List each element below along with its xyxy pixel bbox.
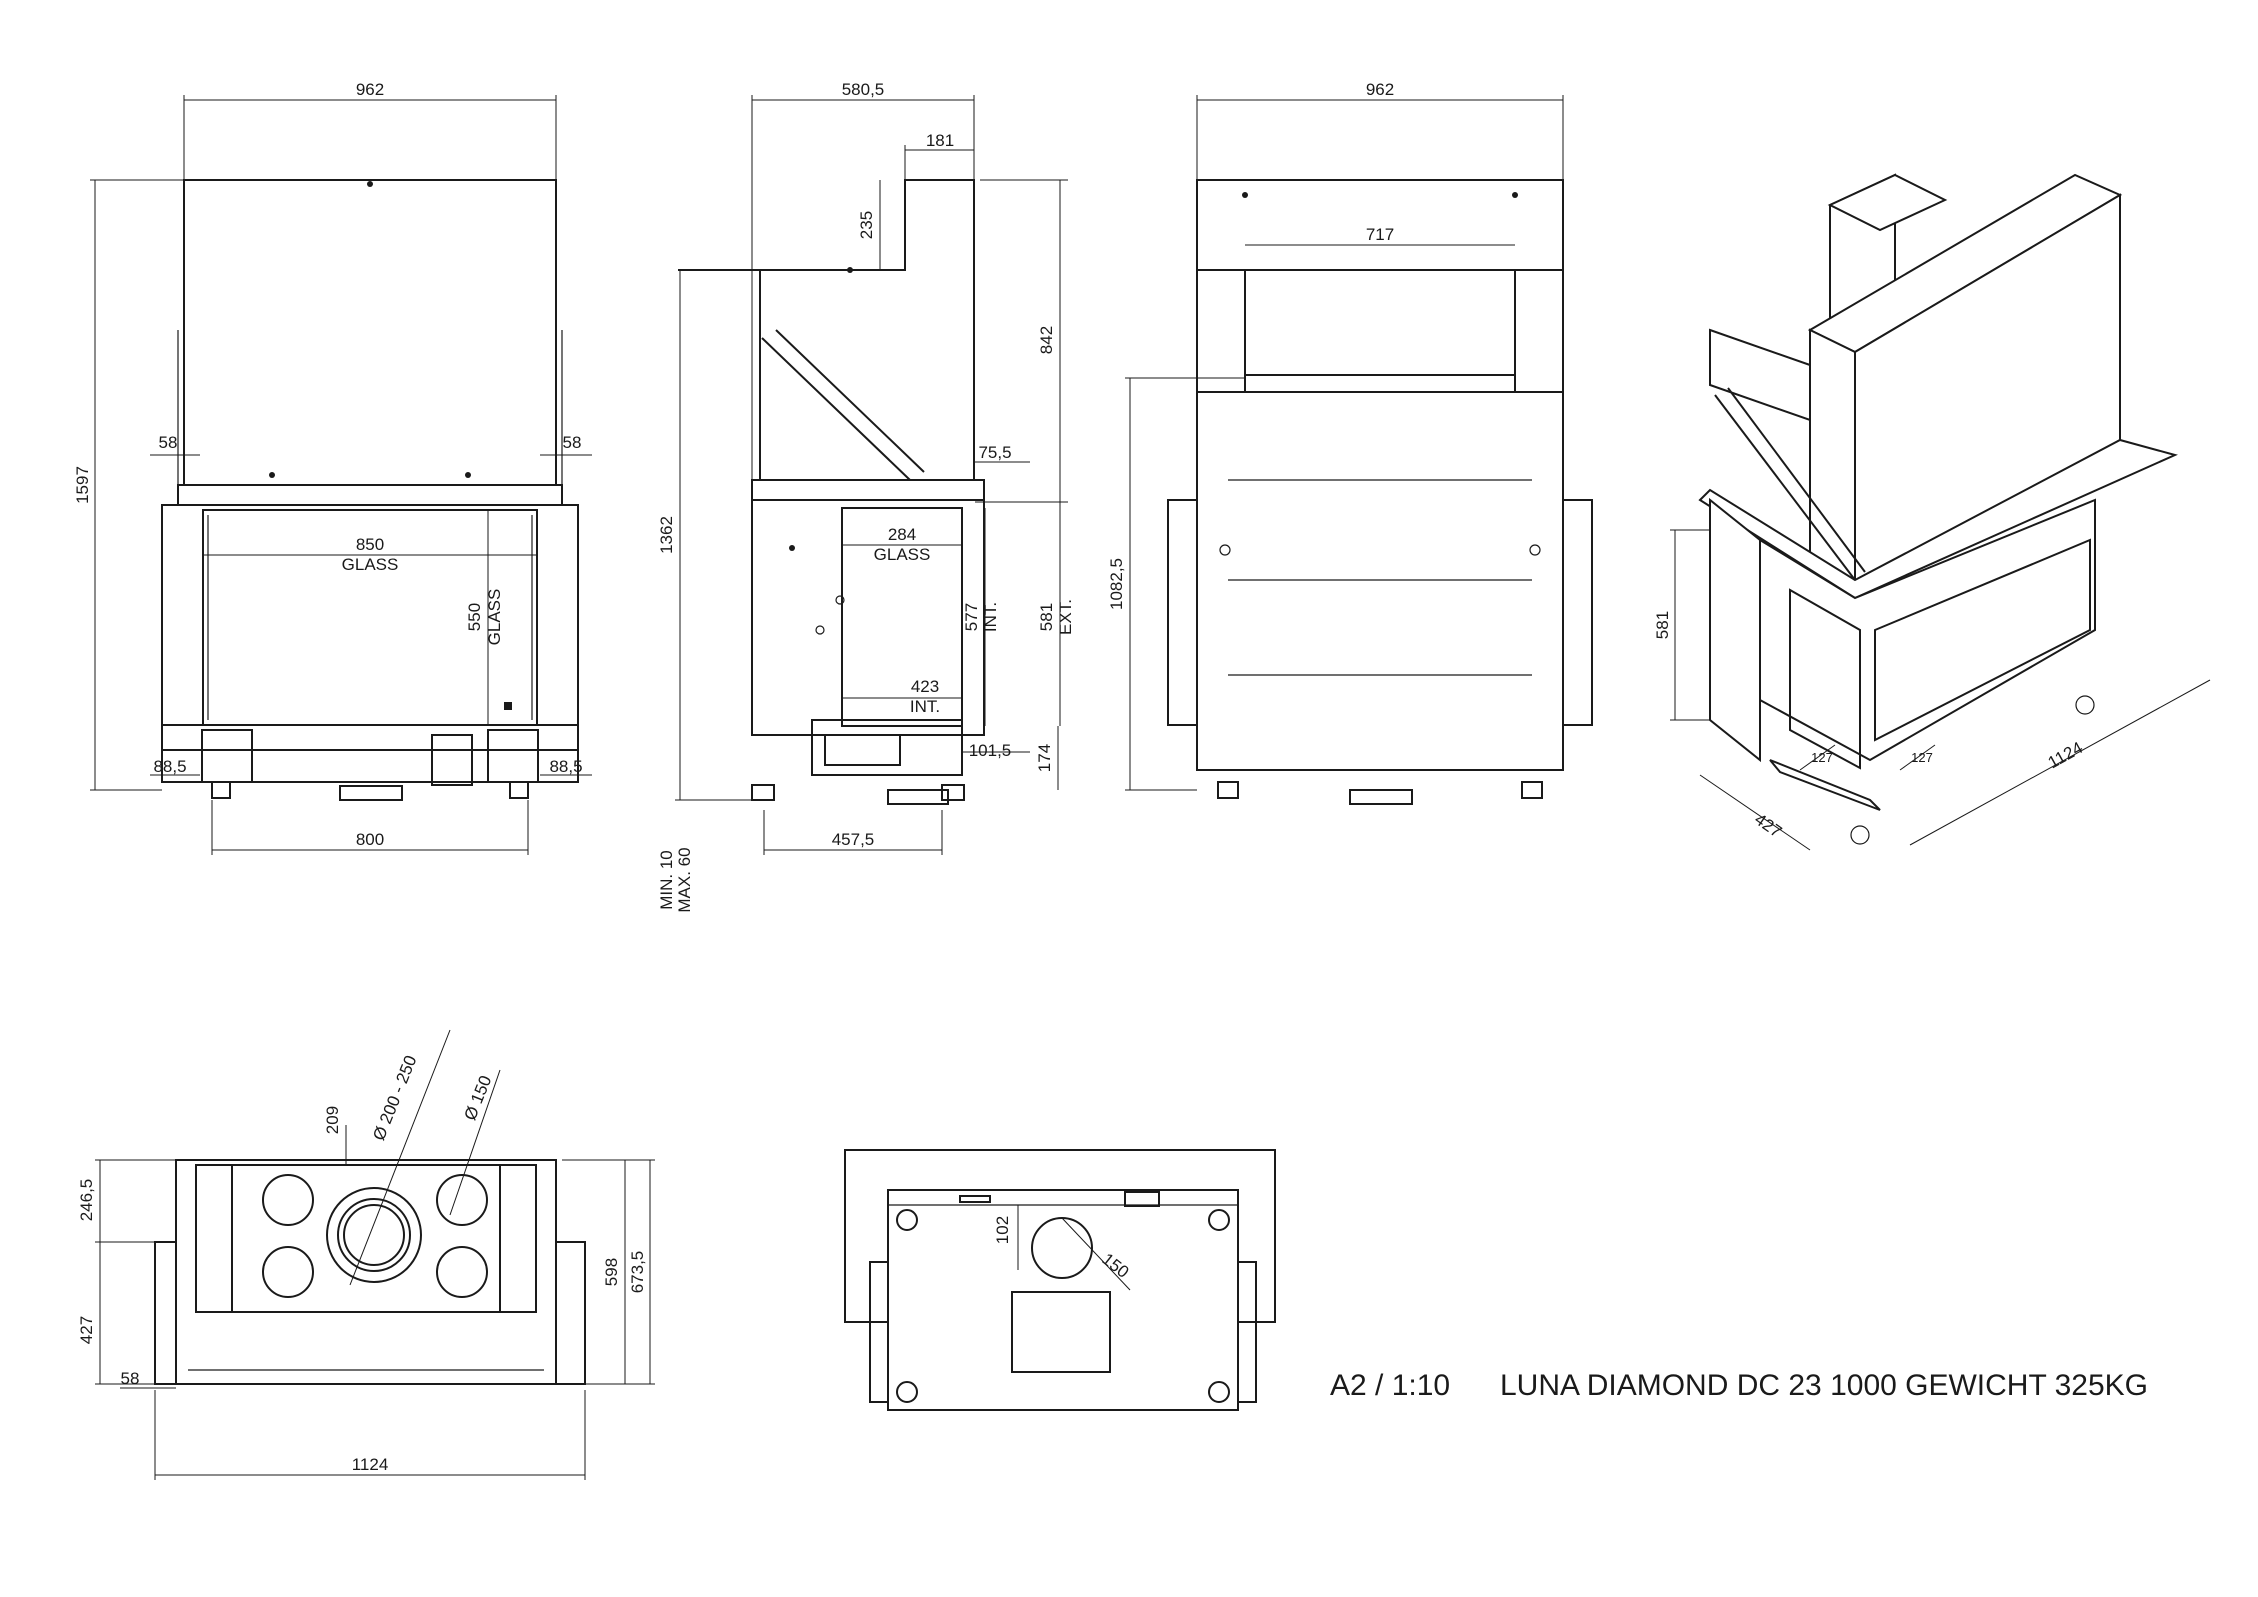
top-outlet-inner — [343, 1204, 405, 1266]
dim-front-base-left: 88,5 — [153, 757, 186, 776]
dim-top-depth: 598 — [602, 1258, 621, 1286]
dim-side-int-height: 577 — [962, 603, 981, 631]
dim-side-width: 580,5 — [842, 80, 885, 99]
front-collar — [177, 484, 563, 506]
iso-side-panel — [1709, 497, 1761, 763]
dim-iso-depth: 427 — [1751, 810, 1785, 842]
label-int-side: INT. — [981, 602, 1000, 632]
top-outlet-outer — [326, 1187, 422, 1283]
back-view: 962 717 1082,5 — [1107, 80, 1593, 805]
dim-side-height: 1362 — [657, 516, 676, 554]
side-glass — [841, 507, 963, 727]
dim-front-base-right: 88,5 — [549, 757, 582, 776]
dim-top-front: 246,5 — [77, 1179, 96, 1222]
dim-side-glass-width: 284 — [888, 525, 916, 544]
dim-side-foot-height: 174 — [1035, 744, 1054, 772]
title-scale: A2 / 1:10 — [1330, 1369, 1450, 1402]
label-glass-front: GLASS — [342, 555, 399, 574]
dim-top-total-depth: 673,5 — [628, 1251, 647, 1294]
dim-back-height: 1082,5 — [1107, 558, 1126, 610]
dim-side-upper: 842 — [1037, 326, 1056, 354]
dim-top-outlet: Ø 200 - 250 — [369, 1053, 420, 1143]
dim-front-width: 962 — [356, 80, 384, 99]
dim-side-ledge: 75,5 — [978, 443, 1011, 462]
dim-iso-leg-1: 127 — [1811, 750, 1833, 765]
title-name: LUNA DIAMOND DC 23 1000 GEWICHT 325KG — [1500, 1369, 2148, 1402]
side-base — [811, 719, 963, 776]
side-upper-body — [678, 179, 975, 481]
bottom-plate — [1011, 1291, 1111, 1373]
back-hood — [1196, 179, 1564, 271]
side-view: 580,5 181 235 842 1362 75,5 284 GLASS 57… — [657, 80, 1075, 913]
dim-iso-length: 1124 — [2045, 738, 2086, 772]
iso-left-hood — [1709, 328, 1811, 422]
back-body — [1196, 391, 1564, 771]
dim-top-side: 58 — [121, 1369, 140, 1388]
front-view: 962 1597 58 58 850 GLASS 550 GLASS 88,5 … — [73, 80, 592, 855]
dim-top-back: 427 — [77, 1316, 96, 1344]
dim-front-glass-height: 550 — [465, 603, 484, 631]
dim-side-top-offset: 181 — [926, 131, 954, 150]
side-body — [751, 499, 985, 736]
front-base — [161, 724, 579, 783]
label-int-depth: INT. — [910, 697, 940, 716]
dim-side-base: 101,5 — [969, 741, 1012, 760]
label-ext-side: EXT. — [1056, 599, 1075, 635]
iso-firebox — [1759, 498, 2096, 762]
label-glass-side: GLASS — [874, 545, 931, 564]
dim-back-width: 962 — [1366, 80, 1394, 99]
title-block: A2 / 1:10 LUNA DIAMOND DC 23 1000 GEWICH… — [1330, 1369, 2148, 1402]
top-view: Ø 200 - 250 Ø 150 209 246,5 427 598 673,… — [77, 1029, 655, 1480]
dim-top-length: 1124 — [352, 1455, 389, 1474]
dim-front-height: 1597 — [73, 466, 92, 504]
dim-side-int-depth: 423 — [911, 677, 939, 696]
front-hood — [183, 179, 557, 486]
isometric-view: 581 1124 427 127 127 — [1653, 173, 2211, 851]
dim-iso-height: 581 — [1653, 611, 1672, 639]
side-collar — [751, 479, 985, 501]
dim-side-step: 235 — [857, 211, 876, 239]
bottom-body — [887, 1189, 1239, 1411]
dim-front-left-side: 58 — [159, 433, 178, 452]
top-body — [175, 1159, 557, 1385]
dim-front-right-side: 58 — [563, 433, 582, 452]
dim-front-feet: 800 — [356, 830, 384, 849]
bottom-view: 102 150 — [844, 1149, 1276, 1411]
dim-side-feet: 457,5 — [832, 830, 875, 849]
dim-front-glass-width: 850 — [356, 535, 384, 554]
dim-side-max: MAX. 60 — [675, 847, 694, 912]
dim-side-min: MIN. 10 — [657, 850, 676, 910]
front-firebox — [161, 504, 579, 751]
dim-back-inner: 717 — [1366, 225, 1394, 244]
dim-side-ext-height: 581 — [1037, 603, 1056, 631]
front-control-box — [431, 734, 473, 786]
dim-iso-leg-2: 127 — [1911, 750, 1933, 765]
label-glass-front-v: GLASS — [485, 589, 504, 646]
dim-bottom-offset: 102 — [993, 1216, 1012, 1244]
dim-top-offset: 209 — [323, 1106, 342, 1134]
